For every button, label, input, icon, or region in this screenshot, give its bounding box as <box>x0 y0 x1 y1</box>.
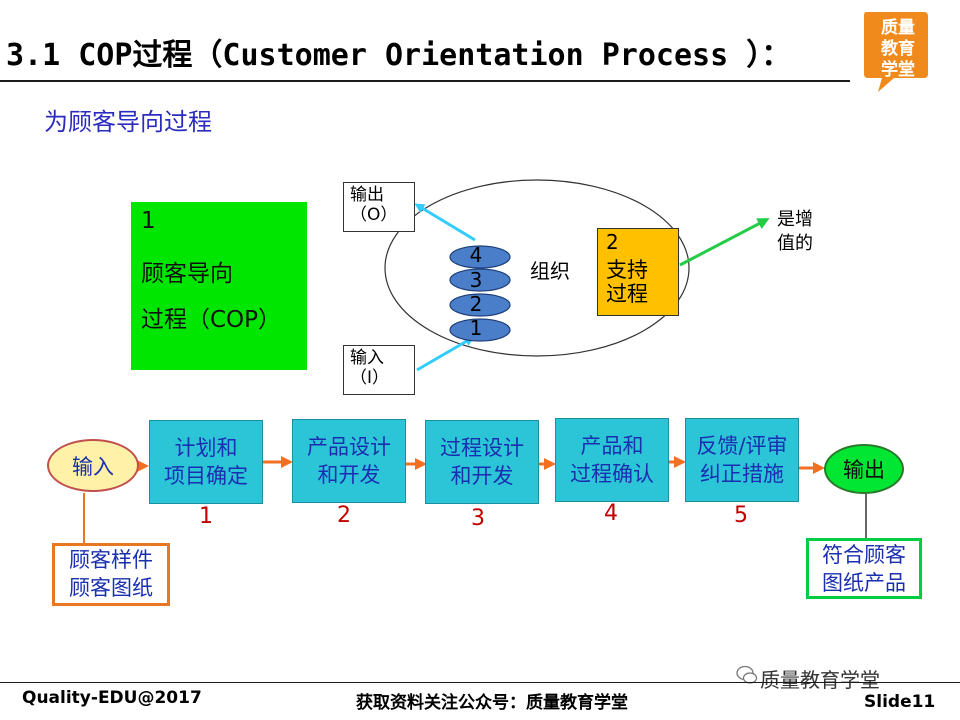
cop-process-box: 1 顾客导向 过程（COP） <box>131 202 307 370</box>
footer-promo: 获取资料关注公众号：质量教育学堂 <box>356 693 628 713</box>
footer-divider <box>0 682 960 683</box>
support-number: 2 <box>606 230 619 254</box>
process-disc <box>449 318 511 342</box>
watermark-text: 质量教育学堂 <box>760 668 880 692</box>
step-number: 5 <box>734 503 748 528</box>
process-disc <box>449 268 511 292</box>
support-label: 支持 过程 <box>606 258 648 306</box>
logo-text: 质量 教育 学堂 <box>868 18 928 81</box>
input-box-line1: 输入 <box>350 348 384 368</box>
step-line2: 纠正措施 <box>700 462 784 486</box>
logo-text-line: 学堂 <box>881 60 915 80</box>
support-label-line2: 过程 <box>606 282 648 306</box>
support-process-box <box>597 228 679 316</box>
step-box-feedback: 反馈/评审 纠正措施 <box>685 418 799 502</box>
disc-number: 3 <box>469 268 483 292</box>
logo-text-line: 教育 <box>881 39 915 59</box>
step-number: 1 <box>199 504 213 529</box>
value-arrow <box>679 218 770 267</box>
logo-text-line: 质量 <box>881 18 915 38</box>
step-number: 4 <box>604 501 618 526</box>
disc-number: 1 <box>469 316 483 340</box>
process-disc <box>449 293 511 317</box>
step-line2: 过程确认 <box>570 462 654 486</box>
output-note-line2: 图纸产品 <box>822 571 906 595</box>
input-note-line2: 顾客图纸 <box>69 576 153 600</box>
output-oval: 输出 <box>824 444 904 494</box>
step-line1: 产品设计 <box>307 435 391 459</box>
input-note-line1: 顾客样件 <box>69 548 153 572</box>
input-note-box: 顾客样件 顾客图纸 <box>52 543 170 606</box>
step-box-product-design: 产品设计 和开发 <box>292 419 406 503</box>
page-title: 3.1 COP过程（Customer Orientation Process ）… <box>6 38 792 73</box>
input-i-box: 输入 （I） <box>343 345 415 395</box>
output-arrow <box>414 203 476 242</box>
cop-label-line1: 顾客导向 <box>141 261 233 287</box>
step-line1: 计划和 <box>174 436 238 460</box>
step-line2: 和开发 <box>317 463 381 487</box>
footer-copyright: Quality-EDU@2017 <box>22 688 202 708</box>
logo-shape <box>864 12 928 92</box>
slide-number: Slide11 <box>864 692 936 712</box>
step-line1: 反馈/评审 <box>696 434 788 458</box>
value-added-label: 是增 值的 <box>777 208 813 256</box>
process-disc <box>449 245 511 269</box>
step-box-plan: 计划和 项目确定 <box>149 420 263 504</box>
step-number: 2 <box>337 503 351 528</box>
organization-label: 组织 <box>530 259 570 283</box>
input-arrow <box>416 336 475 372</box>
support-label-line1: 支持 <box>606 258 648 282</box>
step-box-process-design: 过程设计 和开发 <box>425 420 539 504</box>
wechat-icon <box>736 665 758 684</box>
subtitle: 为顾客导向过程 <box>44 108 212 136</box>
disc-number: 2 <box>469 292 483 316</box>
step-line2: 和开发 <box>450 464 514 488</box>
title-divider <box>0 80 850 82</box>
value-added-line1: 是增 <box>777 209 813 230</box>
output-box-line2: （O） <box>350 205 398 225</box>
step-number: 3 <box>471 506 485 531</box>
output-note-box: 符合顾客 图纸产品 <box>806 538 922 599</box>
step-box-validation: 产品和 过程确认 <box>555 418 669 502</box>
value-added-line2: 值的 <box>777 233 813 254</box>
disc-number: 4 <box>469 243 483 267</box>
step-line2: 项目确定 <box>164 464 248 488</box>
step-line1: 产品和 <box>580 434 644 458</box>
step-line1: 过程设计 <box>440 436 524 460</box>
input-oval: 输入 <box>47 439 139 492</box>
cop-number: 1 <box>141 208 156 234</box>
output-o-box: 输出 （O） <box>343 182 415 232</box>
brand-logo <box>864 12 928 92</box>
output-box-line1: 输出 <box>350 185 384 205</box>
cop-label-line2: 过程（COP） <box>141 307 282 333</box>
input-box-line2: （I） <box>350 368 390 388</box>
output-note-line1: 符合顾客 <box>822 543 906 567</box>
